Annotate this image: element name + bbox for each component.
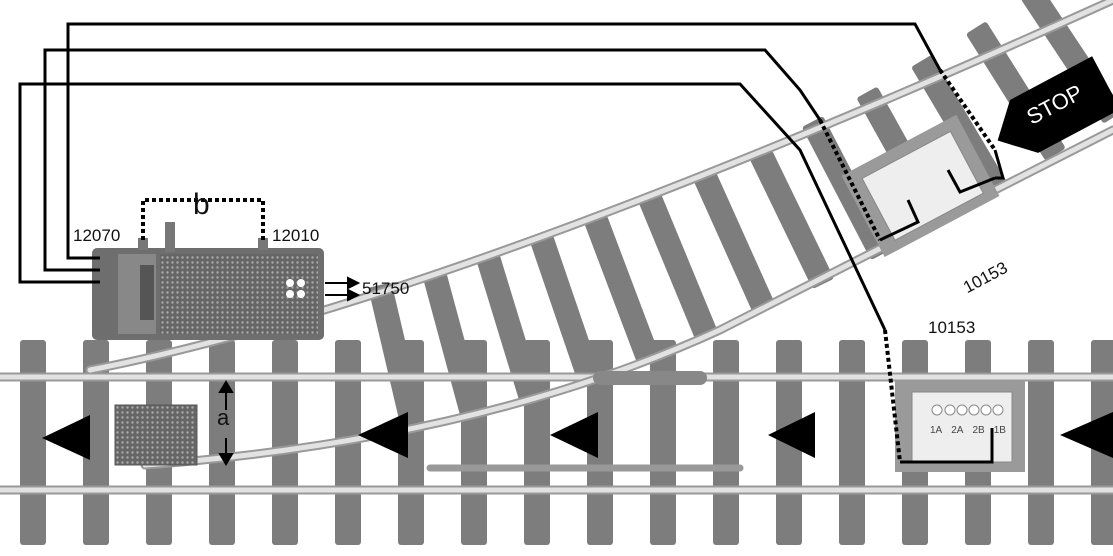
label-51750: 51750	[362, 279, 410, 298]
track-tie	[368, 282, 426, 434]
rails	[0, 0, 1113, 495]
terminal-label: 2A	[951, 425, 964, 436]
label-a: a	[217, 405, 230, 430]
direction-arrow-icon	[358, 412, 408, 458]
terminal-label: 1A	[930, 425, 943, 436]
track-tie	[585, 215, 659, 363]
direction-arrow-icon	[1060, 412, 1113, 458]
track-tie	[839, 340, 865, 545]
track-tie	[650, 340, 676, 545]
label-10153-lower: 10153	[928, 318, 976, 337]
direction-arrow-icon	[550, 412, 598, 458]
direction-arrow-icon	[768, 412, 815, 458]
direction-arrow-icon	[42, 415, 90, 460]
distance-a-marker	[218, 380, 234, 466]
wires	[18, 22, 1005, 464]
terminal-labels: 1A 2A 2B 1B	[930, 425, 1006, 436]
stop-sign-icon	[997, 56, 1113, 153]
terminal-label: 1B	[993, 425, 1006, 436]
output-arrows-icon	[325, 276, 361, 302]
label-b: b	[193, 188, 210, 221]
track-tie	[272, 340, 298, 545]
track-10153-upper-terminal	[841, 114, 1000, 258]
label-12070: 12070	[73, 226, 121, 245]
track-tie	[639, 193, 718, 340]
track-tie	[713, 340, 739, 545]
track-tie	[530, 235, 601, 384]
track-tie	[748, 144, 834, 289]
track-tie	[693, 170, 776, 315]
track-tie	[1028, 340, 1054, 545]
label-12010: 12010	[272, 226, 320, 245]
terminal-label: 2B	[972, 425, 985, 436]
track-tie	[476, 253, 543, 403]
track-tie	[20, 340, 46, 545]
track-tie	[209, 340, 235, 545]
switch-control-box	[92, 222, 324, 466]
